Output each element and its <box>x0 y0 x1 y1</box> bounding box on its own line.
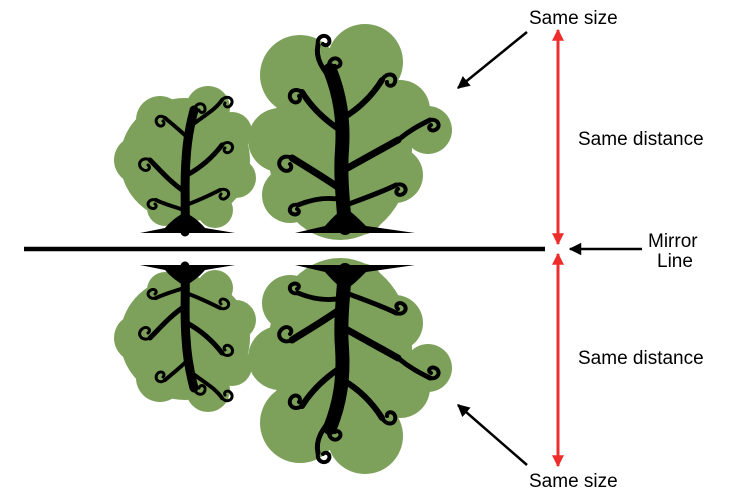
large-tree-reflection-icon <box>248 258 452 474</box>
bottom-size-label: Same size <box>529 471 618 492</box>
mirror-line-label-line2: Line <box>657 251 693 272</box>
top-distance-label: Same distance <box>578 129 704 150</box>
small-tree-reflection-icon <box>114 265 256 412</box>
bottom-size-pointer-arrow <box>457 404 528 466</box>
large-tree-icon <box>248 24 452 240</box>
top-size-label: Same size <box>529 8 618 29</box>
top-size-pointer-arrow <box>457 31 528 89</box>
small-tree-icon <box>114 86 256 233</box>
mirror-line-label-line1: Mirror <box>648 231 698 252</box>
bottom-distance-label: Same distance <box>578 348 704 369</box>
